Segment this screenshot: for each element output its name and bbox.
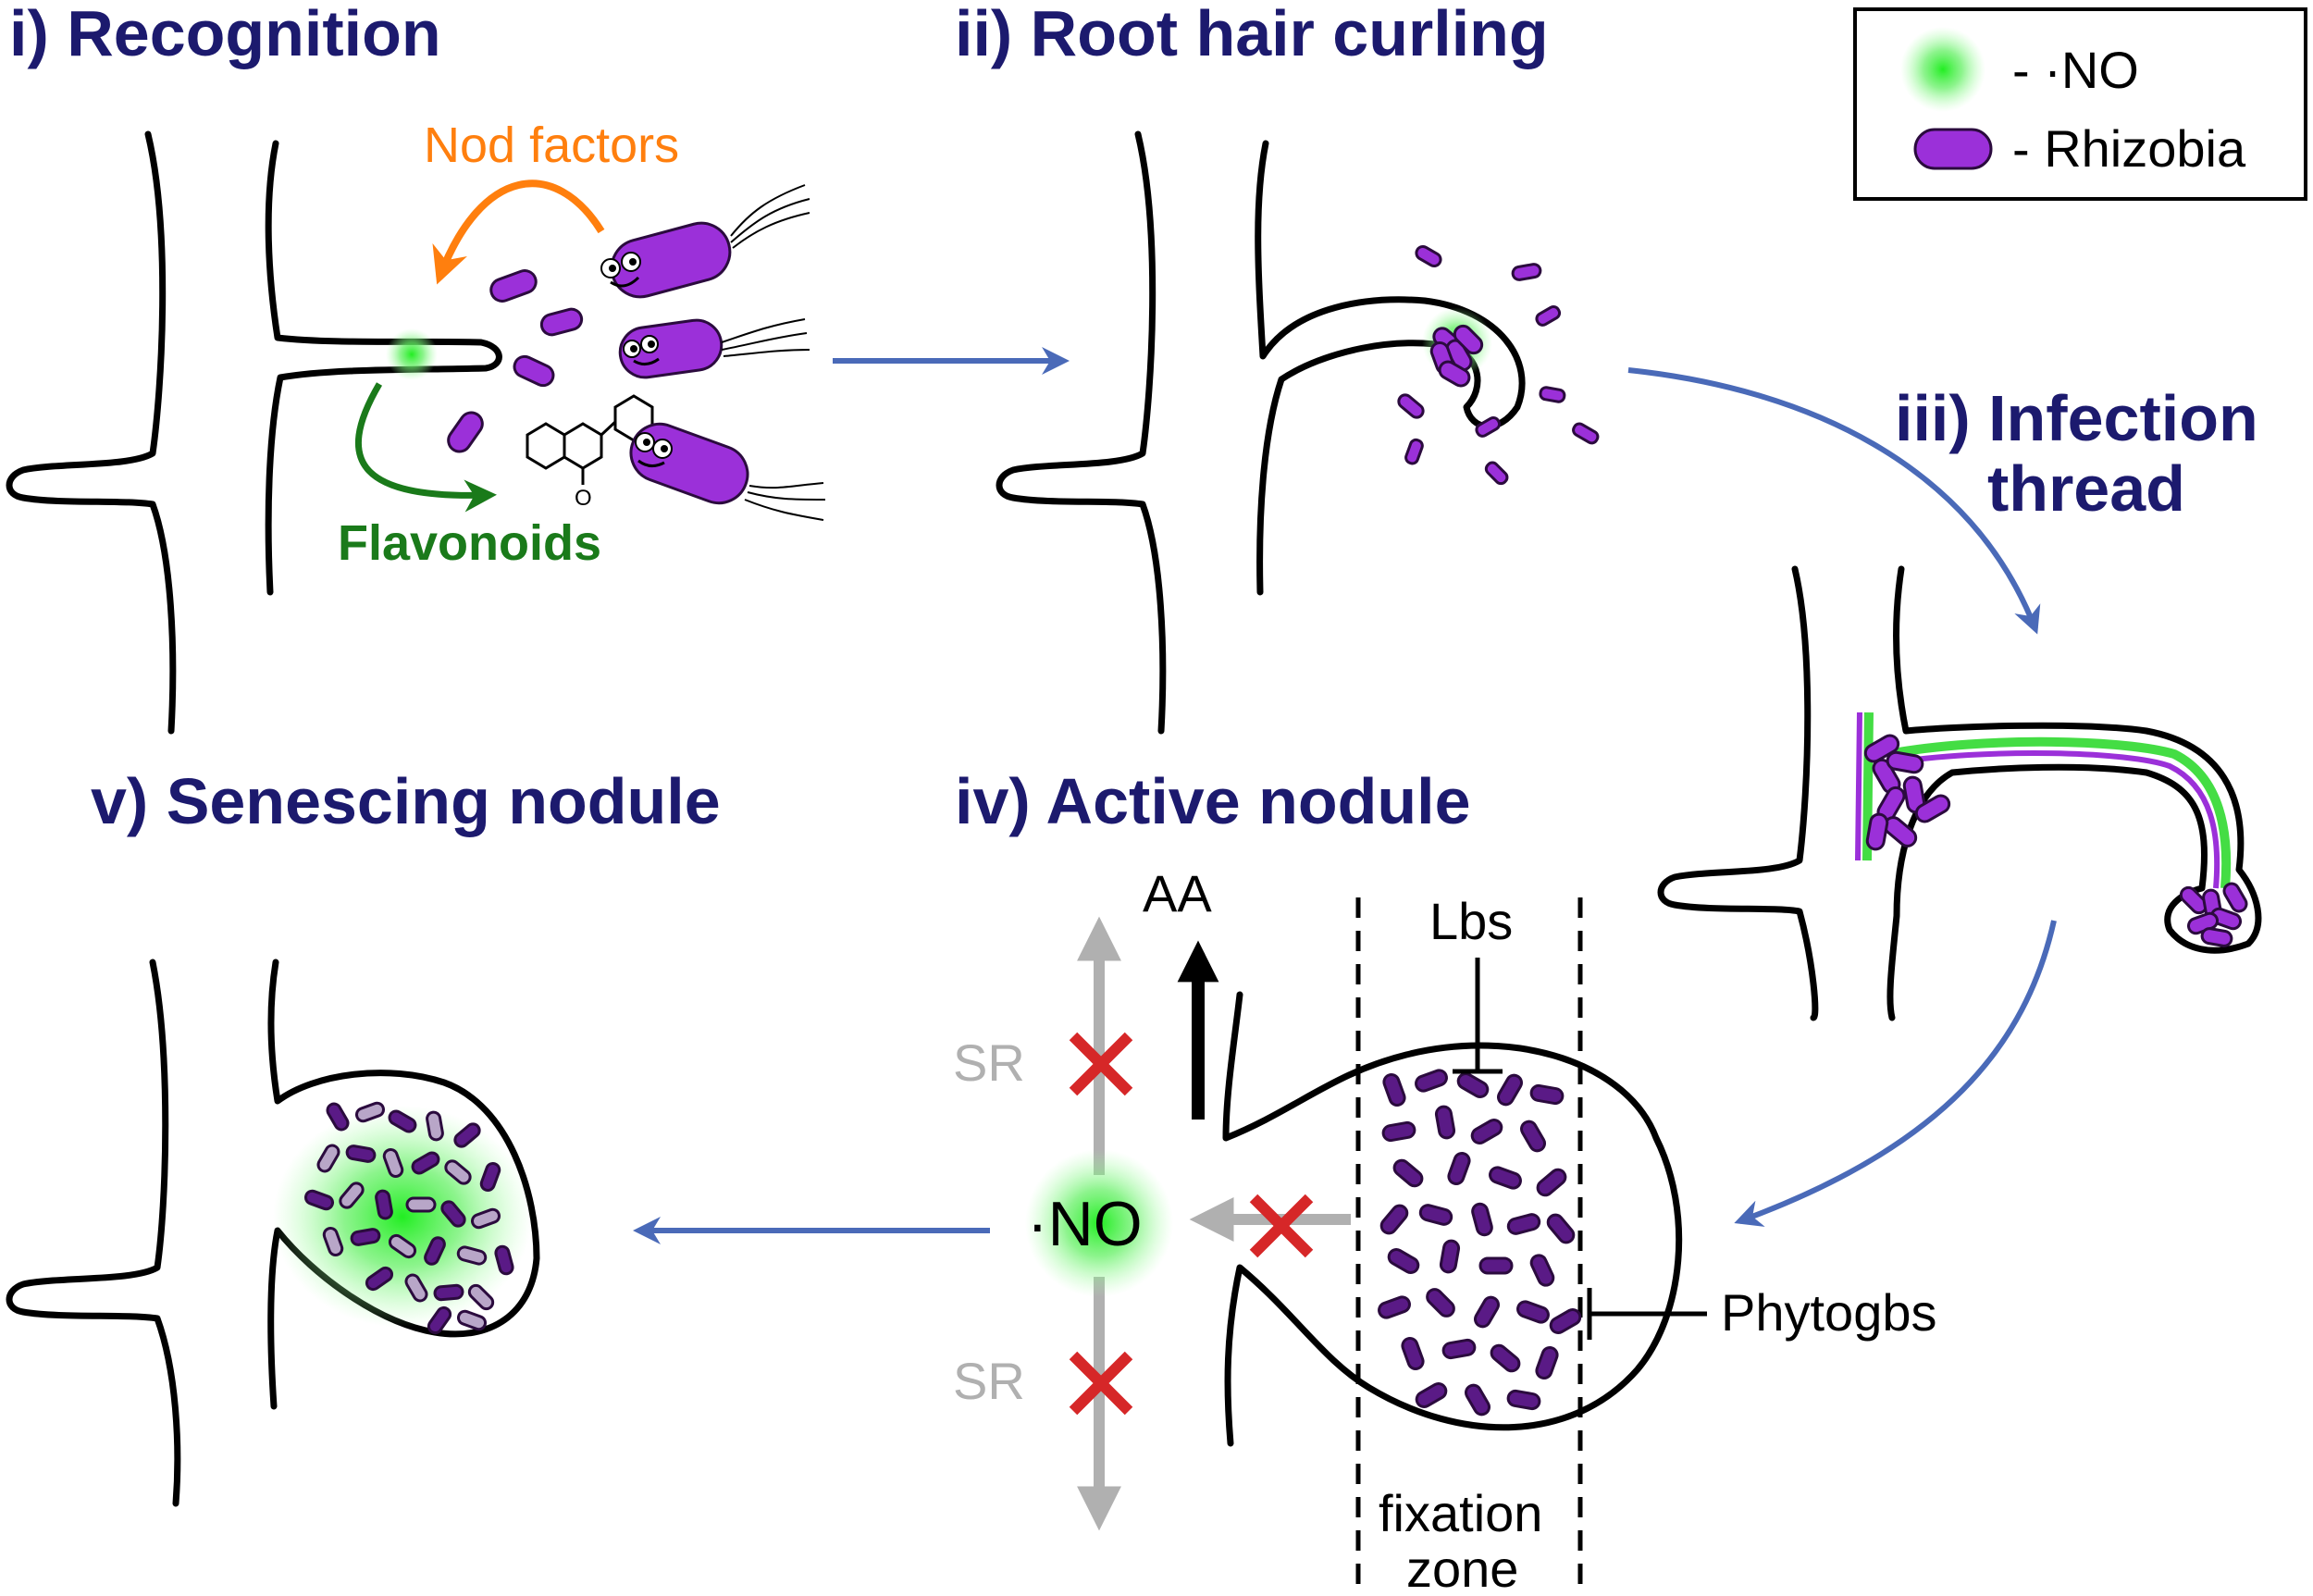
sr-label-top: SR	[953, 1033, 1025, 1092]
fixation-zone-label-line1: fixation	[1379, 1484, 1542, 1542]
panel-active-nodule: ·NO AA SR SR Lbs Phytogbs fixation zone	[953, 864, 1937, 1596]
rhizobia-rod	[1404, 438, 1424, 465]
panel-title-recognition: i) Recognition	[9, 0, 441, 69]
infection-thread-purple	[1855, 711, 2220, 889]
rhizobia-rod	[1484, 461, 1509, 486]
panel-title-infection-thread-line2: thread	[1987, 452, 2185, 525]
active-nodule-outline	[1222, 991, 1683, 1447]
rhizobia-cluster	[1863, 734, 1951, 851]
curled-root-hair	[1255, 140, 1526, 596]
bacterium-with-face	[618, 318, 810, 379]
rhizobia-rod	[1511, 263, 1542, 281]
svg-text:O: O	[575, 486, 592, 511]
rhizobia-rod	[1415, 245, 1442, 267]
rhizobia-rod	[1539, 386, 1566, 403]
rhizobia-rod	[1475, 416, 1502, 438]
panel-senescing-nodule	[6, 959, 540, 1507]
process-arrow-ii-to-iii	[1627, 367, 2041, 635]
root-hair	[265, 140, 502, 596]
inhibition-x-icon	[1249, 1194, 1314, 1258]
root-cell-wall-left	[6, 130, 177, 735]
rhizobia-rod	[447, 411, 484, 453]
legend-no-label: - ·NO	[2012, 41, 2139, 99]
legend-rhizobia-label: - Rhizobia	[2012, 119, 2246, 178]
no-glow-hair	[386, 328, 438, 380]
inhibition-x-icon	[1069, 1032, 1133, 1096]
root-cell-wall-left	[996, 130, 1167, 735]
infection-root-hair	[1886, 565, 2262, 1021]
panel-title-infection-thread-line1: iii) Infection	[1895, 382, 2258, 454]
nod-factors-arrow	[432, 179, 605, 285]
rhizobia-rod	[1397, 393, 1425, 419]
no-center-label: ·NO	[1027, 1189, 1143, 1259]
rhizobia-rod	[1535, 304, 1562, 327]
panel-root-hair-curling	[996, 130, 1600, 735]
no-glow-icon	[1900, 27, 1985, 112]
panel-title-senescing-nodule: v) Senescing nodule	[91, 765, 721, 837]
rhizobia-rod	[539, 307, 584, 337]
panel-infection-thread	[1657, 565, 2262, 1021]
process-arrow-iii-to-iv	[1734, 920, 2057, 1227]
phytogbs-label: Phytogbs	[1721, 1283, 1937, 1342]
panel-title-root-hair-curling: ii) Root hair curling	[955, 0, 1549, 69]
sr-label-bottom: SR	[953, 1352, 1025, 1410]
rhizobia-cluster	[2179, 882, 2248, 947]
rhizobia-rod	[513, 354, 555, 388]
lbs-label: Lbs	[1429, 892, 1513, 950]
rhizobia-rod	[1572, 422, 1600, 445]
rhizobia-icon	[1913, 128, 1993, 170]
bacterium-with-face	[600, 184, 810, 299]
rhizobia-rod	[489, 269, 538, 303]
bacteroid-cluster	[1378, 1069, 1582, 1417]
aa-label: AA	[1143, 864, 1212, 922]
inhibition-x-icon	[1069, 1351, 1133, 1416]
panel-recognition: Nod factors Flavonoids O	[6, 118, 826, 735]
flavonoids-label: Flavonoids	[338, 515, 601, 571]
nod-factors-label: Nod factors	[424, 118, 679, 173]
no-glow-nodule	[273, 1106, 532, 1328]
flavonoids-arrow	[354, 382, 497, 513]
no-glow-center	[1025, 1149, 1173, 1297]
bacterium-with-face	[629, 422, 826, 521]
panel-title-active-nodule: iv) Active nodule	[955, 765, 1471, 837]
mixed-bacteroid-cluster	[303, 1101, 514, 1335]
fixation-zone-label-line2: zone	[1406, 1540, 1518, 1596]
root-cell-wall-left	[1657, 565, 1819, 1021]
legend: - ·NO - Rhizobia	[1853, 7, 2307, 201]
rhizobia-cluster	[1429, 324, 1484, 388]
root-cell-wall-left	[6, 959, 181, 1507]
